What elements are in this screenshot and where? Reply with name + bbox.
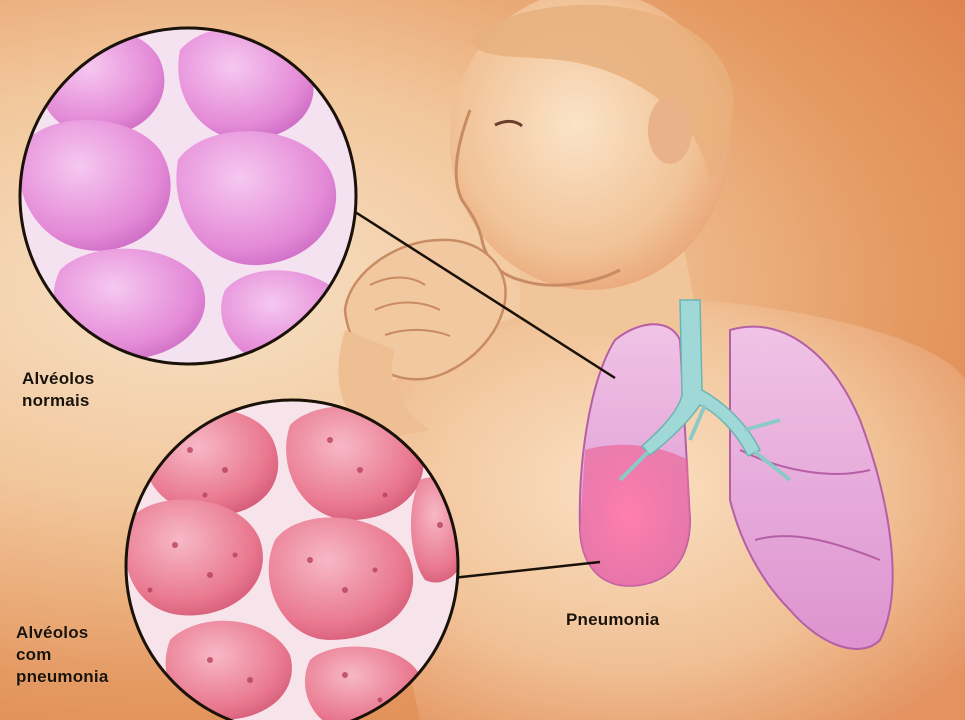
normal-alveoli-label-line2: normais — [22, 390, 94, 412]
normal-alveoli-magnified — [0, 0, 400, 400]
pneumonia-alveoli-label-line3: pneumonia — [16, 666, 108, 688]
pneumonia-alveoli-label-line2: com — [16, 644, 108, 666]
pneumonia-alveoli-label: Alvéolos com pneumonia — [16, 622, 108, 688]
normal-alveoli-label-line1: Alvéolos — [22, 368, 94, 390]
pneumonia-label: Pneumonia — [566, 609, 659, 631]
normal-alveoli-label: Alvéolos normais — [22, 368, 94, 412]
pneumonia-alveoli-label-line1: Alvéolos — [16, 622, 108, 644]
